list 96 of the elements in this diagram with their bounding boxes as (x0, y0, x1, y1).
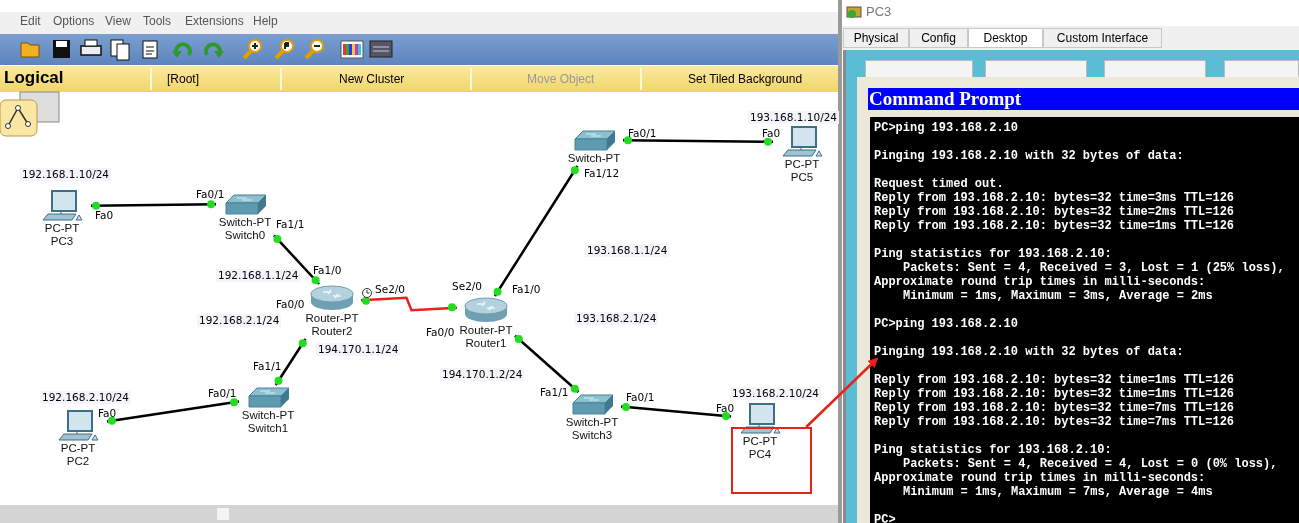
port-label: Fa0/0 (426, 326, 455, 339)
device-type-label: Switch-PT (240, 409, 296, 422)
device-name-label: PC2 (65, 455, 91, 468)
network-link (91, 203, 216, 207)
window-title: PC3 (866, 5, 892, 18)
device-type-label: Switch-PT (217, 216, 273, 229)
menu-item: Help (253, 15, 278, 28)
terminal-line: Minimum = 1ms, Maximum = 7ms, Average = 4ms (903, 485, 1213, 499)
device-name-label: PC4 (747, 448, 773, 461)
port-label: Fa0 (98, 407, 117, 420)
network-link (514, 334, 580, 393)
device-name-label: Router1 (464, 337, 508, 350)
device-name-label: Switch3 (570, 429, 614, 442)
device-type-label: Switch-PT (566, 152, 622, 165)
device-name-label: Switch0 (223, 229, 267, 242)
port-label: Se2/0 (375, 283, 406, 296)
terminal-line: PC>ping 193.168.2.10 (874, 317, 1019, 331)
device-type-label: PC-PT (59, 442, 97, 455)
tab: Desktop (968, 28, 1043, 48)
menu-item: Extensions (185, 15, 244, 28)
toolbar-item: Move Object (527, 73, 595, 86)
network-link (493, 165, 579, 297)
terminal-line: Reply from 193.168.2.10: bytes=32 time=7ms TTL=126 (874, 415, 1235, 429)
terminal-line: Packets: Sent = 4, Received = 4, Lost = 0 (0% loss), (903, 457, 1278, 471)
toolbar-item: New Cluster (339, 73, 405, 86)
title-bar: Command Prompt (868, 88, 1299, 110)
ip-address-label: 192.168.2.1/24 (197, 314, 282, 327)
menu-item: Tools (143, 15, 171, 28)
port-label: Fa0/0 (276, 298, 305, 311)
tab: Physical (843, 28, 909, 48)
terminal-line: Minimum = 1ms, Maximum = 3ms, Average = 2ms (903, 289, 1213, 303)
device-type-label: PC-PT (741, 435, 779, 448)
port-label: Se2/0 (452, 280, 483, 293)
ip-address-label: 194.170.1.2/24 (440, 368, 525, 381)
network-link (620, 405, 732, 418)
view-title: Logical (4, 71, 64, 84)
ip-address-label: 193.168.1.10/24 (748, 111, 840, 124)
device-type-label: Router-PT (458, 324, 514, 337)
port-label: Fa0 (762, 127, 781, 140)
terminal-line: Reply from 193.168.2.10: bytes=32 time=3ms TTL=126 (874, 191, 1235, 205)
device-type-label: PC-PT (783, 158, 821, 171)
device-type-label: Switch-PT (564, 416, 620, 429)
port-label: Fa0/1 (626, 391, 655, 404)
port-label: Fa0 (716, 402, 735, 415)
device-type-label: Router-PT (304, 312, 360, 325)
ip-address-label: 193.168.2.10/24 (730, 387, 822, 400)
port-label: Fa0/1 (208, 387, 237, 400)
port-label: Fa1/12 (584, 167, 620, 180)
network-link (360, 296, 458, 312)
ip-address-label: 194.170.1.1/24 (316, 343, 401, 356)
menu-item: Edit (20, 15, 41, 28)
device-name-label: PC3 (49, 235, 75, 248)
terminal-line: Ping statistics for 193.168.2.10: (874, 247, 1112, 261)
tab: Custom Interface (1043, 28, 1162, 48)
tab: Config (909, 28, 968, 48)
toolbar-item: [Root] (167, 73, 199, 86)
terminal-line: PC>ping 193.168.2.10 (874, 121, 1019, 135)
ip-address-label: 193.168.2.1/24 (574, 312, 659, 325)
port-label: Fa1/1 (540, 386, 569, 399)
terminal-line: Reply from 193.168.2.10: bytes=32 time=1ms TTL=126 (874, 387, 1235, 401)
port-label: Fa1/1 (276, 218, 305, 231)
ip-address-label: 192.168.1.1/24 (216, 269, 301, 282)
port-label: Fa1/0 (512, 283, 541, 296)
ip-address-label: 192.168.1.10/24 (20, 168, 112, 181)
terminal-line: Reply from 193.168.2.10: bytes=32 time=1ms TTL=126 (874, 373, 1235, 387)
terminal-line: Request timed out. (874, 177, 1004, 191)
device-name-label: Switch1 (246, 422, 290, 435)
device-name-label: PC5 (789, 171, 815, 184)
port-label: Fa1/0 (313, 264, 342, 277)
highlight-box (731, 427, 812, 494)
arrow (805, 357, 879, 428)
menu-item: View (105, 15, 131, 28)
terminal-line: Reply from 193.168.2.10: bytes=32 time=7ms TTL=126 (874, 401, 1235, 415)
terminal-line: Pinging 193.168.2.10 with 32 bytes of data: (874, 149, 1184, 163)
port-label: Fa0/1 (196, 188, 225, 201)
device-type-label: PC-PT (43, 222, 81, 235)
menu-item: Options (53, 15, 95, 28)
port-label: Fa0 (95, 209, 114, 222)
network-link (106, 400, 240, 423)
device-name-label: Router2 (310, 325, 354, 338)
network-link (273, 234, 320, 285)
network-link (274, 338, 307, 386)
network-link (623, 139, 773, 143)
terminal-line: Ping statistics for 193.168.2.10: (874, 443, 1112, 457)
ip-address-label: 193.168.1.1/24 (585, 244, 670, 257)
terminal-line: Packets: Sent = 4, Received = 3, Lost = 1 (25% loss), (903, 261, 1285, 275)
terminal-line: Pinging 193.168.2.10 with 32 bytes of data: (874, 345, 1194, 359)
terminal-line: Approximate round trip times in milli-seconds: (874, 471, 1206, 485)
terminal-line: Reply from 193.168.2.10: bytes=32 time=1ms TTL=126 (874, 219, 1235, 233)
port-label: Fa0/1 (628, 127, 657, 140)
terminal-line: Reply from 193.168.2.10: bytes=32 time=2ms TTL=126 (874, 205, 1235, 219)
terminal-line: Approximate round trip times in milli-seconds: (874, 275, 1206, 289)
terminal-line: PC> (874, 513, 896, 523)
ip-address-label: 192.168.2.10/24 (40, 391, 132, 404)
toolbar-item: Set Tiled Background (688, 73, 803, 86)
port-label: Fa1/1 (253, 360, 282, 373)
